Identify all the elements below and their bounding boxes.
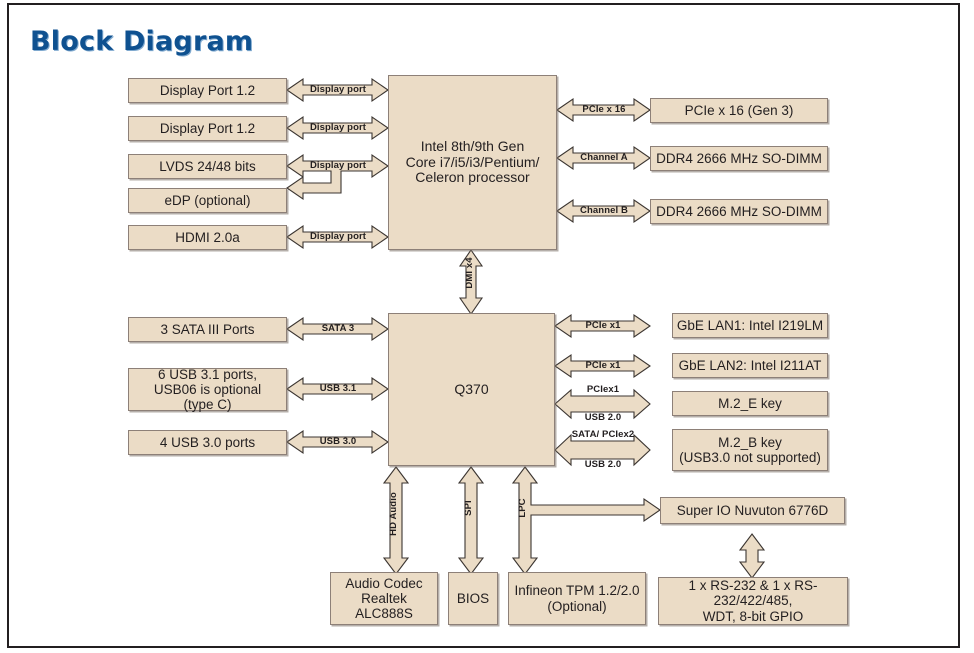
bus-label-channel-b: Channel B [580,205,628,216]
arrow-lpc [511,466,661,575]
page-title: Block Diagram [30,26,254,57]
block-hdmi[interactable]: HDMI 2.0a [128,225,287,250]
m2-b-line-2: (USB3.0 not supported) [679,450,821,465]
bus-label-hd-audio: HD Audio [388,492,399,536]
block-display-port-2[interactable]: Display Port 1.2 [128,116,287,141]
usb31-line-3: (type C) [183,397,232,413]
bus-label-usb20-m2e: USB 2.0 [584,412,622,423]
block-display-port-1[interactable]: Display Port 1.2 [128,78,287,103]
bus-label-pcie-x1-lan2: PCIe x1 [585,360,621,371]
block-lvds[interactable]: LVDS 24/48 bits [128,154,287,179]
block-lan2[interactable]: GbE LAN2: Intel I211AT [672,353,828,378]
usb31-line-1: 6 USB 3.1 ports, [157,366,258,382]
block-bios[interactable]: BIOS [448,572,498,625]
tpm-line-1: Infineon TPM 1.2/2.0 [514,583,640,599]
arrow-superio-serial [738,533,766,579]
bus-label-usb20-m2b: USB 2.0 [584,459,622,470]
block-ddr4-channel-b[interactable]: DDR4 2666 MHz SO-DIMM [650,199,828,224]
block-pch-q370[interactable]: Q370 [388,313,555,466]
bus-label-displayport-2: Display port [309,122,367,133]
bus-label-sata3: SATA 3 [321,323,355,334]
audio-codec-line-1: Audio Codec [345,575,423,591]
cpu-line-1: Intel 8th/9th Gen [420,137,525,154]
block-audio-codec[interactable]: Audio Codec Realtek ALC888S [330,572,438,625]
cpu-line-2: Core i7/i5/i3/Pentium/ [405,153,540,170]
bus-label-sata-pciex2-m2b: SATA/ PCIex2 [571,429,635,440]
block-tpm[interactable]: Infineon TPM 1.2/2.0 (Optional) [508,572,646,625]
bus-label-displayport-3: Display port [309,160,367,171]
block-serial-io[interactable]: 1 x RS-232 & 1 x RS-232/422/485, WDT, 8-… [658,577,848,625]
bus-label-pcie-x16: PCIe x 16 [582,104,626,115]
bus-label-usb30: USB 3.0 [319,436,357,447]
tpm-line-2: (Optional) [547,598,607,614]
block-super-io[interactable]: Super IO Nuvuton 6776D [660,497,845,524]
audio-codec-line-2: Realtek ALC888S [355,590,413,622]
block-cpu[interactable]: Intel 8th/9th Gen Core i7/i5/i3/Pentium/… [388,75,557,250]
block-sata-ports[interactable]: 3 SATA III Ports [128,317,287,342]
block-m2-e-key[interactable]: M.2_E key [672,391,828,416]
bus-label-displayport-1: Display port [309,84,367,95]
usb31-line-2: USB06 is optional [153,381,262,397]
cpu-line-3: Celeron processor [415,169,530,186]
serial-io-line-1: 1 x RS-232 & 1 x RS-232/422/485, [688,578,818,609]
m2-b-line-1: M.2_B key [718,434,782,450]
block-m2-b-key[interactable]: M.2_B key (USB3.0 not supported) [672,429,828,471]
bus-label-pciex1-m2e: PCIex1 [586,384,620,395]
block-usb31-ports[interactable]: 6 USB 3.1 ports, USB06 is optional (type… [128,366,287,413]
block-edp[interactable]: eDP (optional) [128,188,287,213]
bus-label-spi: SPI [463,500,474,516]
bus-label-channel-a: Channel A [580,152,628,163]
block-lan1[interactable]: GbE LAN1: Intel I219LM [672,313,828,338]
block-usb30-ports[interactable]: 4 USB 3.0 ports [128,430,287,455]
block-pcie-x16-slot[interactable]: PCIe x 16 (Gen 3) [650,98,828,123]
block-ddr4-channel-a[interactable]: DDR4 2666 MHz SO-DIMM [650,146,828,171]
bus-label-displayport-4: Display port [309,231,367,242]
bus-label-pcie-x1-lan1: PCIe x1 [585,320,621,331]
bus-label-usb31: USB 3.1 [319,383,357,394]
bus-label-lpc: LPC [517,498,528,518]
bus-label-dmi: DMI x4 [464,257,475,289]
serial-io-line-2: WDT, 8-bit GPIO [702,608,804,624]
